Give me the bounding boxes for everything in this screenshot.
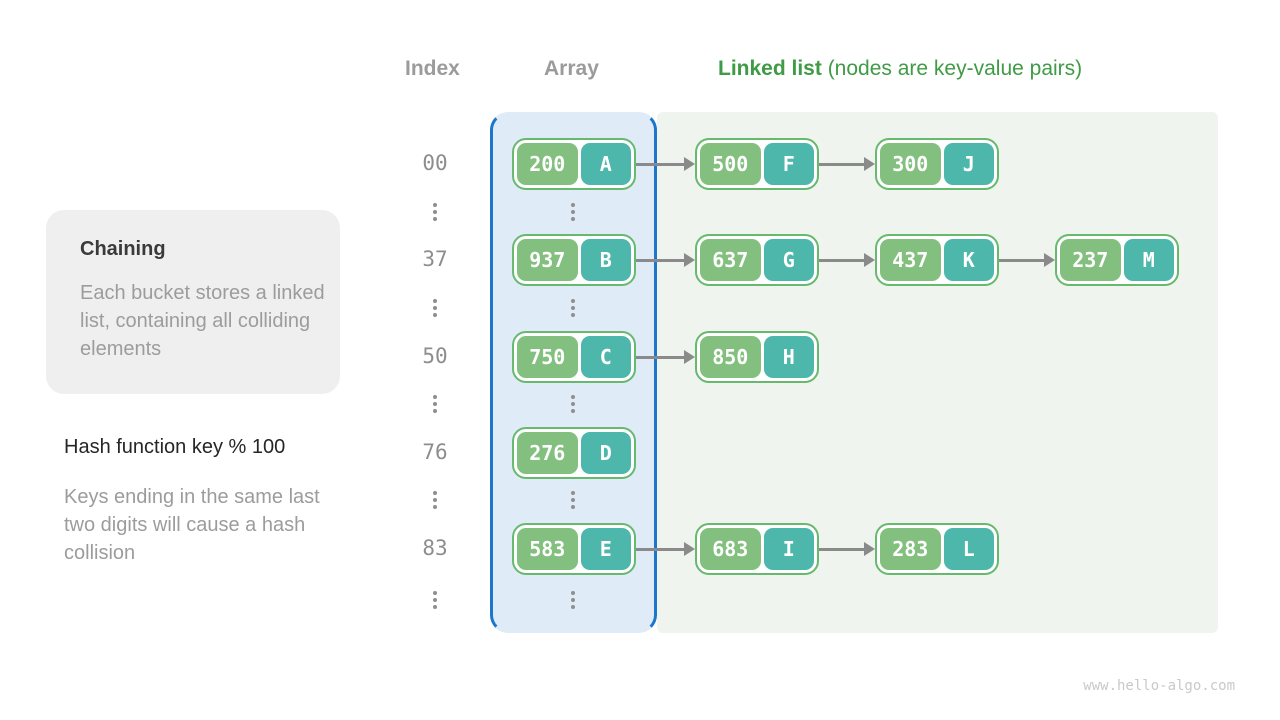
node-value: J [943, 143, 994, 185]
arrow-line [819, 258, 867, 262]
node-key: 750 [517, 336, 578, 378]
arrow-head-icon [684, 542, 695, 556]
next-pointer-arrow [819, 138, 875, 190]
bucket-index-label: 50 [422, 344, 448, 368]
hash-function-description: Keys ending in the same last two digits … [64, 486, 320, 564]
node-value: G [763, 239, 814, 281]
bucket-index-label: 00 [422, 151, 448, 175]
arrow-line [819, 547, 867, 551]
linked-list-column-header: Linked list (nodes are key-value pairs) [718, 57, 1082, 81]
node-key: 237 [1060, 239, 1121, 281]
node-key: 276 [517, 432, 578, 474]
chaining-card-body: Each bucket stores a linked list, contai… [80, 282, 325, 360]
node-key: 937 [517, 239, 578, 281]
node-value: H [763, 336, 814, 378]
chaining-card-title: Chaining [80, 238, 166, 260]
index-ellipsis [432, 299, 438, 317]
next-pointer-arrow [636, 138, 695, 190]
node-value: B [580, 239, 631, 281]
node-value: D [580, 432, 631, 474]
bucket-index-label: 37 [422, 247, 448, 271]
node-value: L [943, 528, 994, 570]
bucket-index-label: 83 [422, 536, 448, 560]
node-value: M [1123, 239, 1174, 281]
next-pointer-arrow [999, 234, 1055, 286]
arrow-head-icon [684, 157, 695, 171]
array-ellipsis [570, 591, 576, 609]
node-key: 850 [700, 336, 761, 378]
chaining-card: Chaining Each bucket stores a linked lis… [46, 210, 340, 394]
arrow-line [636, 355, 687, 359]
arrow-head-icon [864, 253, 875, 267]
node-key: 637 [700, 239, 761, 281]
index-ellipsis [432, 591, 438, 609]
next-pointer-arrow [819, 234, 875, 286]
node-key: 283 [880, 528, 941, 570]
linked-list-header-label: Linked list [718, 57, 822, 80]
arrow-line [636, 162, 687, 166]
node-value: C [580, 336, 631, 378]
bucket-index-label: 76 [422, 440, 448, 464]
node-key: 583 [517, 528, 578, 570]
arrow-head-icon [864, 157, 875, 171]
arrow-line [999, 258, 1047, 262]
index-ellipsis [432, 395, 438, 413]
next-pointer-arrow [636, 331, 695, 383]
node-value: A [580, 143, 631, 185]
hash-function-title: Hash function key % 100 [64, 436, 286, 458]
node-value: I [763, 528, 814, 570]
index-ellipsis [432, 491, 438, 509]
arrow-head-icon [1044, 253, 1055, 267]
node-value: F [763, 143, 814, 185]
array-ellipsis [570, 299, 576, 317]
node-value: K [943, 239, 994, 281]
array-ellipsis [570, 203, 576, 221]
linked-list-header-note: (nodes are key-value pairs) [821, 57, 1083, 80]
arrow-line [819, 162, 867, 166]
node-key: 437 [880, 239, 941, 281]
arrow-line [636, 258, 687, 262]
arrow-line [636, 547, 687, 551]
array-ellipsis [570, 395, 576, 413]
array-column-header: Array [544, 57, 599, 80]
next-pointer-arrow [819, 523, 875, 575]
array-ellipsis [570, 491, 576, 509]
node-key: 200 [517, 143, 578, 185]
node-key: 300 [880, 143, 941, 185]
node-key: 500 [700, 143, 761, 185]
index-ellipsis [432, 203, 438, 221]
watermark: www.hello-algo.com [1083, 678, 1235, 694]
next-pointer-arrow [636, 523, 695, 575]
arrow-head-icon [684, 350, 695, 364]
arrow-head-icon [684, 253, 695, 267]
index-column-header: Index [405, 57, 460, 80]
next-pointer-arrow [636, 234, 695, 286]
node-key: 683 [700, 528, 761, 570]
node-value: E [580, 528, 631, 570]
arrow-head-icon [864, 542, 875, 556]
